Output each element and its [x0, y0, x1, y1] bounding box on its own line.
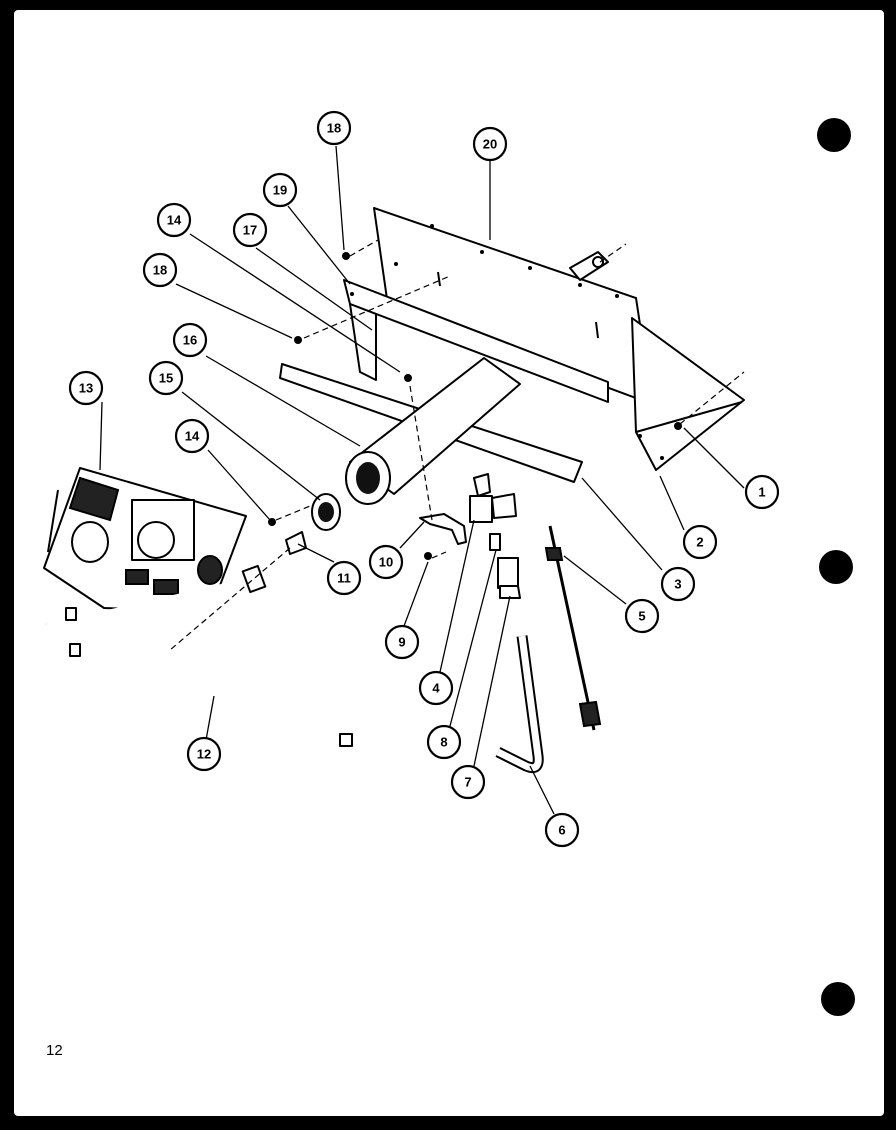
part-bent-tube — [495, 635, 544, 774]
callout-9: 9 — [384, 624, 420, 660]
svg-text:16: 16 — [183, 333, 197, 348]
svg-text:9: 9 — [398, 635, 405, 650]
part-mounting-channel — [343, 279, 609, 403]
callout-14-top: 14 — [156, 202, 192, 238]
part-igniter — [469, 473, 517, 523]
part-small-bracket — [419, 513, 467, 545]
svg-text:1: 1 — [758, 485, 765, 500]
svg-text:14: 14 — [167, 213, 182, 228]
binder-hole-bottom — [821, 982, 855, 1016]
part-gas-valve — [43, 467, 247, 613]
svg-text:13: 13 — [79, 381, 93, 396]
part-top-connector — [569, 251, 609, 281]
part-side-bracket — [631, 317, 745, 471]
part-orifice-disc — [311, 493, 341, 531]
part-screws — [268, 252, 682, 560]
svg-text:19: 19 — [273, 183, 287, 198]
callout-18-top: 18 — [316, 110, 352, 146]
svg-text:2: 2 — [696, 535, 703, 550]
page-number: 12 — [46, 1042, 63, 1059]
callout-14-left: 14 — [174, 418, 210, 454]
svg-text:14: 14 — [185, 429, 200, 444]
svg-text:6: 6 — [558, 823, 565, 838]
assembly-dash-lines — [169, 239, 745, 651]
callout-leaders — [99, 145, 745, 815]
part-fitting-7 — [497, 557, 521, 599]
callout-12: 12 — [186, 736, 222, 772]
svg-text:20: 20 — [483, 137, 497, 152]
part-fitting-8 — [489, 533, 501, 551]
svg-text:17: 17 — [243, 223, 257, 238]
callout-5: 5 — [624, 598, 660, 634]
part-orifice-fitting — [285, 531, 307, 555]
callout-20: 20 — [472, 126, 508, 162]
svg-text:4: 4 — [432, 681, 440, 696]
svg-text:5: 5 — [638, 609, 645, 624]
callout-11: 11 — [326, 560, 362, 596]
callout-4: 4 — [418, 670, 454, 706]
callout-16: 16 — [172, 322, 208, 358]
part-burner-tube — [345, 357, 521, 505]
callout-7: 7 — [450, 764, 486, 800]
svg-text:12: 12 — [197, 747, 211, 762]
callout-18-left: 18 — [142, 252, 178, 288]
callout-1: 1 — [744, 474, 780, 510]
binder-hole-middle — [819, 550, 853, 584]
callout-8: 8 — [426, 724, 462, 760]
callout-15: 15 — [148, 360, 184, 396]
svg-text:10: 10 — [379, 555, 393, 570]
callout-10: 10 — [368, 544, 404, 580]
callout-19: 19 — [262, 172, 298, 208]
part-sensor-rod — [544, 525, 602, 731]
svg-text:3: 3 — [674, 577, 681, 592]
binder-hole-top — [817, 118, 851, 152]
callout-13: 13 — [68, 370, 104, 406]
svg-text:18: 18 — [153, 263, 167, 278]
callout-3: 3 — [660, 566, 696, 602]
svg-text:11: 11 — [337, 571, 351, 586]
svg-text:15: 15 — [159, 371, 173, 386]
svg-text:8: 8 — [440, 735, 447, 750]
svg-text:7: 7 — [464, 775, 471, 790]
part-back-panel — [373, 207, 653, 405]
svg-text:18: 18 — [327, 121, 341, 136]
callout-6: 6 — [544, 812, 580, 848]
callout-2: 2 — [682, 524, 718, 560]
callout-17: 17 — [232, 212, 268, 248]
